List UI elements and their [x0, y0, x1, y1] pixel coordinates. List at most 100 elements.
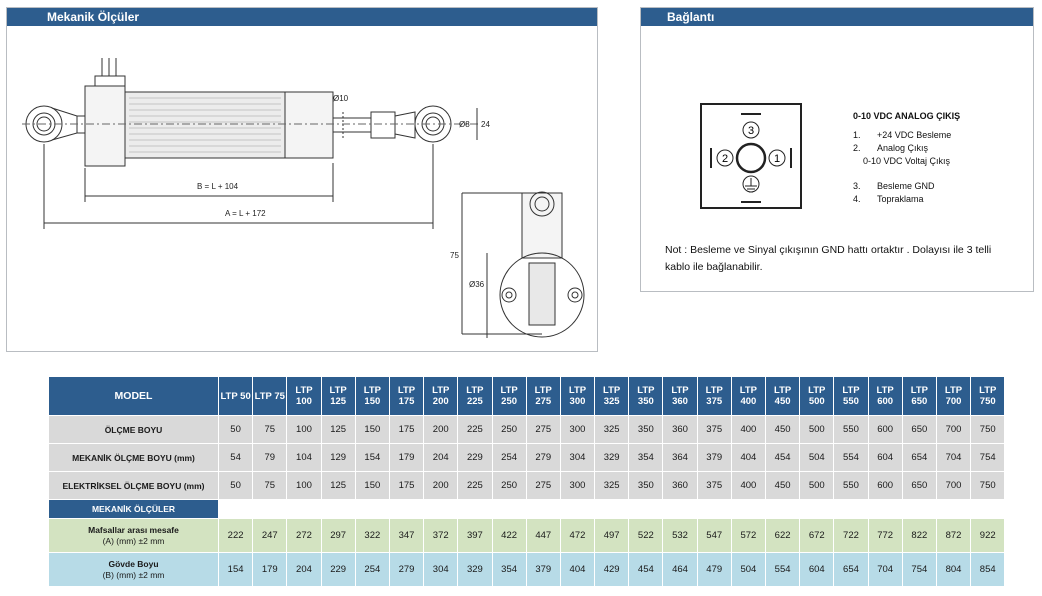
- table-cell: 604: [799, 552, 835, 587]
- table-cell: 250: [491, 415, 527, 444]
- table-cell: 247: [252, 518, 288, 553]
- row-label-cell: ELEKTRİKSEL ÖLÇME BOYU (mm): [48, 471, 219, 500]
- table-cell: 354: [491, 552, 527, 587]
- model-name-cell: LTP 75: [252, 376, 288, 416]
- model-name-cell: LTP 350: [628, 376, 664, 416]
- pin-row: 3.Besleme GND: [853, 181, 935, 191]
- table-cell: 447: [525, 518, 561, 553]
- table-cell: 404: [730, 443, 767, 472]
- eye-width-label: 24: [481, 120, 490, 129]
- table-cell: 500: [799, 415, 835, 444]
- model-header-cell: MODEL: [48, 376, 219, 416]
- table-cell: 222: [217, 518, 254, 553]
- table-cell: 304: [559, 443, 596, 472]
- row-label-cell: Gövde Boyu(B) (mm) ±2 mm: [48, 552, 219, 587]
- table-cell: 329: [594, 443, 630, 472]
- table-cell: 179: [388, 443, 425, 472]
- row-label-cell: ÖLÇME BOYU: [48, 415, 219, 444]
- table-cell: 254: [354, 552, 390, 587]
- section-header-row: MEKANİK ÖLÇÜLER: [48, 499, 1006, 519]
- table-cell: 504: [799, 443, 835, 472]
- pin-3-label: 3: [748, 125, 754, 137]
- table-cell: 400: [730, 471, 767, 500]
- table-cell: 550: [833, 415, 869, 444]
- table-cell: 175: [388, 471, 425, 500]
- table-cell: 650: [901, 471, 937, 500]
- table-cell: 822: [901, 518, 937, 553]
- table-cell: 225: [457, 415, 493, 444]
- table-cell: 704: [867, 552, 903, 587]
- table-cell: 200: [423, 471, 459, 500]
- table-cell: 450: [764, 471, 801, 500]
- table-cell: 464: [662, 552, 698, 587]
- connection-panel: Bağlantı 3 2 1 0-10 VDC ANALOG ÇIKIŞ 1.+…: [640, 7, 1034, 292]
- model-name-cell: LTP 175: [388, 376, 425, 416]
- table-cell: 750: [970, 471, 1006, 500]
- eye-diameter-label: Ø8: [459, 120, 470, 129]
- table-cell: 275: [525, 415, 561, 444]
- table-cell: 154: [217, 552, 254, 587]
- table-cell: 550: [833, 471, 869, 500]
- table-cell: 54: [217, 443, 254, 472]
- table-cell: 100: [286, 471, 322, 500]
- table-cell: 650: [901, 415, 937, 444]
- table-cell: 372: [423, 518, 459, 553]
- table-cell: 360: [662, 415, 698, 444]
- table-cell: 300: [559, 471, 596, 500]
- row-label-line: Mafsallar arası mesafe: [88, 524, 179, 535]
- pin-row: 4.Topraklama: [853, 194, 924, 204]
- table-cell: 497: [594, 518, 630, 553]
- table-cell: 722: [833, 518, 869, 553]
- side-view-body: [499, 252, 585, 338]
- table-cell: 50: [217, 471, 254, 500]
- push-rod: [332, 117, 372, 133]
- table-cell: 454: [628, 552, 664, 587]
- table-cell: 750: [970, 415, 1006, 444]
- table-cell: 279: [388, 552, 425, 587]
- table-cell: 454: [764, 443, 801, 472]
- model-name-cell: LTP 325: [594, 376, 630, 416]
- table-cell: 572: [730, 518, 767, 553]
- table-cell: 600: [867, 471, 903, 500]
- table-cell: 75: [252, 415, 288, 444]
- table-cell: 554: [833, 443, 869, 472]
- table-cell: 125: [320, 471, 356, 500]
- connection-note: Not : Besleme ve Sinyal çıkışının GND ha…: [665, 244, 992, 273]
- table-cell: 504: [730, 552, 767, 587]
- table-cell: 360: [662, 471, 698, 500]
- table-cell: 104: [286, 443, 322, 472]
- table-cell: 79: [252, 443, 288, 472]
- model-name-cell: LTP 650: [901, 376, 937, 416]
- table-cell: 100: [286, 415, 322, 444]
- table-cell: 450: [764, 415, 801, 444]
- pin-row: 2.Analog Çıkış: [853, 143, 929, 153]
- table-cell: 75: [252, 471, 288, 500]
- table-cell: 854: [970, 552, 1006, 587]
- table-cell: 700: [935, 415, 972, 444]
- table-cell: 350: [628, 471, 664, 500]
- table-cell: 804: [935, 552, 972, 587]
- dim-a-label: A = L + 172: [225, 209, 266, 218]
- table-cell: 50: [217, 415, 254, 444]
- pin-1: [768, 149, 786, 167]
- dim-b-label: B = L + 104: [197, 182, 239, 191]
- model-name-cell: LTP 750: [970, 376, 1006, 416]
- rod-diameter-label: Ø10: [333, 94, 349, 103]
- table-cell: 347: [388, 518, 425, 553]
- model-name-cell: LTP 275: [525, 376, 561, 416]
- table-cell: 250: [491, 471, 527, 500]
- table-cell: 622: [764, 518, 801, 553]
- section-spacer: [217, 499, 1006, 519]
- table-cell: 472: [559, 518, 596, 553]
- table-cell: 672: [799, 518, 835, 553]
- table-cell: 300: [559, 415, 596, 444]
- model-name-cell: LTP 550: [833, 376, 869, 416]
- table-cell: 375: [696, 415, 732, 444]
- pin-row: 0-10 VDC Voltaj Çıkış: [863, 156, 951, 166]
- row-label-line: (B) (mm) ±2 mm: [102, 569, 165, 580]
